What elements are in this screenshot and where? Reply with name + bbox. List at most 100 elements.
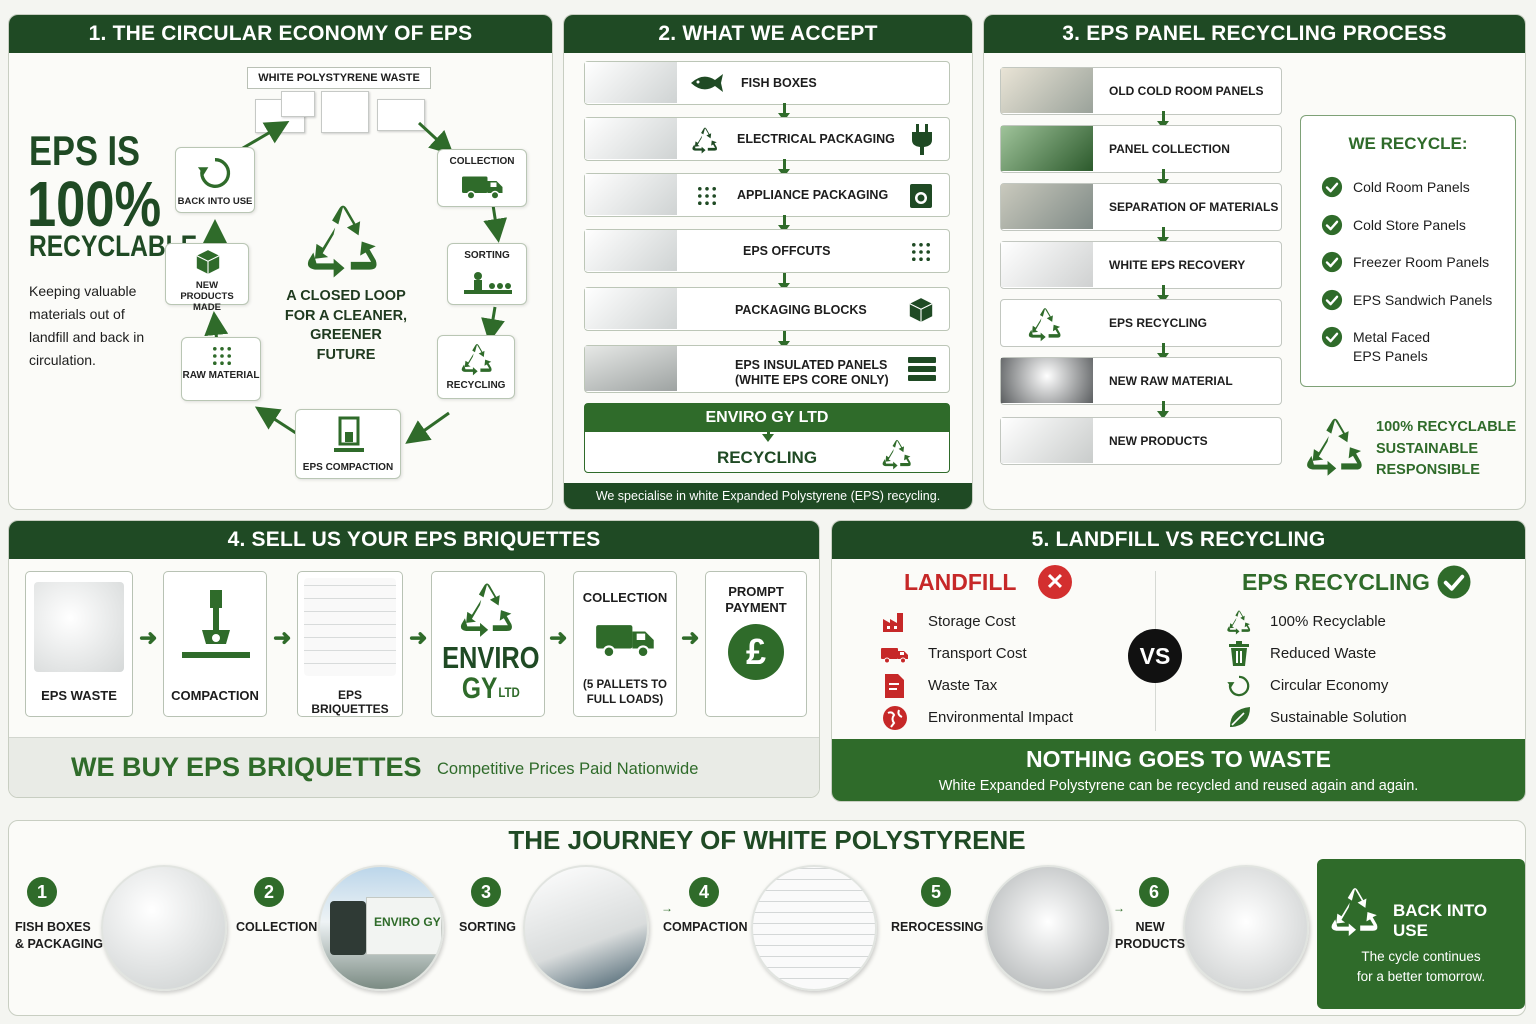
node-raw-material: RAW MATERIAL — [181, 337, 261, 401]
what-we-accept-panel: 2. WHAT WE ACCEPT FISH BOXES ELECTRICAL … — [563, 14, 973, 510]
recycle-icon — [881, 438, 913, 470]
node-new-products: NEW PRODUCTS MADE — [165, 243, 249, 313]
recycle-icon — [304, 201, 382, 279]
banner-subtitle: White Expanded Polystyrene can be recycl… — [938, 778, 1419, 794]
node-sorting: SORTING — [447, 243, 527, 305]
panels-icon — [908, 357, 936, 381]
circular-economy-panel: 1. THE CIRCULAR ECONOMY OF EPS EPS IS 10… — [8, 14, 553, 510]
packaging-blocks-image — [585, 288, 677, 329]
vs-badge: VS — [1128, 629, 1182, 683]
panel-title: 2. WHAT WE ACCEPT — [564, 15, 972, 53]
process-step-collection: PANEL COLLECTION — [1000, 125, 1282, 173]
new-products-photo — [1183, 865, 1309, 991]
recycle-icon — [1304, 415, 1366, 477]
arrow-right: ➜ — [139, 625, 158, 650]
compaction-press-icon — [182, 590, 250, 658]
check-icon — [1436, 564, 1472, 600]
journey-panel: THE JOURNEY OF WHITE POLYSTYRENE 1 FISH … — [8, 820, 1526, 1016]
granules-icon — [909, 240, 933, 264]
arrow-down — [762, 424, 774, 442]
step-number: 5 — [921, 877, 951, 907]
fish-boxes-image — [585, 62, 677, 103]
final-title: BACK INTO USE — [1393, 901, 1488, 940]
tagline: Keeping valuable materials out of landfi… — [29, 283, 145, 368]
fish-boxes-photo — [101, 865, 227, 991]
accept-item-appliance-packaging: APPLIANCE PACKAGING — [584, 173, 950, 217]
landfill-title: LANDFILL — [904, 569, 1017, 595]
leaf-icon — [1230, 707, 1250, 727]
arrow-right: → — [1113, 901, 1125, 915]
sell-briquettes-panel: 4. SELL US YOUR EPS BRIQUETTES EPS WASTE… — [8, 520, 820, 798]
recycle-icon — [1226, 609, 1252, 635]
arrow-right: ➜ — [681, 625, 700, 650]
node-back-into-use: BACK INTO USE — [175, 147, 255, 213]
step-number: 4 — [689, 877, 719, 907]
check-icon — [1321, 176, 1343, 198]
node-compaction: EPS COMPACTION — [295, 409, 401, 479]
panel-recycling-process-panel: 3. EPS PANEL RECYCLING PROCESS OLD COLD … — [983, 14, 1526, 510]
step-label: REROCESSING — [891, 920, 984, 934]
nothing-goes-to-waste-banner: NOTHING GOES TO WASTE White Expanded Pol… — [832, 739, 1525, 801]
recycle-icon — [691, 126, 719, 154]
landfill-vs-recycling-panel: 5. LANDFILL VS RECYCLING LANDFILL ✕ EPS … — [831, 520, 1526, 802]
sorting-photo — [523, 865, 649, 991]
step-label: COMPACTION — [663, 920, 748, 934]
company-name: ENVIRO GY LTD — [585, 404, 949, 432]
headline-100: 100% — [27, 168, 162, 240]
we-recycle-box: WE RECYCLE: Cold Room Panels Cold Store … — [1300, 115, 1516, 387]
arrow-down — [1157, 401, 1169, 419]
check-item: Freezer Room Panels — [1321, 251, 1489, 273]
panel-title: 1. THE CIRCULAR ECONOMY OF EPS — [9, 15, 552, 53]
cube-icon — [194, 248, 222, 276]
process-step-white-eps-recovery: WHITE EPS RECOVERY — [1000, 241, 1282, 289]
arrow-right: ➜ — [409, 625, 428, 650]
step-number: 6 — [1139, 877, 1169, 907]
recycling-label: RECYCLING — [716, 448, 818, 467]
card-eps-waste: EPS WASTE — [25, 571, 133, 717]
factory-icon — [883, 613, 903, 632]
we-buy-subtitle: Competitive Prices Paid Nationwide — [437, 760, 699, 778]
card-prompt-payment: PROMPT PAYMENT £ — [705, 571, 807, 717]
granules-icon — [695, 184, 719, 208]
claims: 100% RECYCLABLE SUSTAINABLE RESPONSIBLE — [1376, 419, 1517, 478]
eps-offcuts-image — [585, 230, 677, 271]
accept-item-eps-insulated-panels: EPS INSULATED PANELS (WHITE EPS CORE ONL… — [584, 345, 950, 393]
pound-icon: £ — [728, 624, 784, 680]
check-icon — [1321, 326, 1343, 348]
closed-loop-text: A CLOSED LOOP FOR A CLEANER, GREENER FUT… — [284, 288, 408, 363]
recycling-title: EPS RECYCLING — [1242, 569, 1430, 595]
new-products-image — [1001, 418, 1093, 463]
appliance-packaging-image — [585, 174, 677, 215]
collection-truck-photo: ENVIRO GY — [318, 865, 444, 991]
fish-icon — [691, 74, 723, 92]
washing-machine-icon — [910, 184, 932, 208]
check-item: Metal Faced — [1321, 326, 1430, 348]
briquettes-image — [304, 578, 396, 676]
check-icon — [1321, 289, 1343, 311]
check-item: Cold Room Panels — [1321, 176, 1470, 198]
compaction-photo — [751, 865, 877, 991]
back-into-use-box: BACK INTO USE The cycle continues for a … — [1317, 859, 1525, 1009]
enviro-recycling-box: ENVIRO GY LTD RECYCLING — [584, 403, 950, 473]
insulated-panels-image — [585, 346, 677, 391]
arrow-right: ➜ — [273, 625, 292, 650]
arrow-right: ➜ — [549, 625, 568, 650]
we-buy-banner: WE BUY EPS BRIQUETTES Competitive Prices… — [9, 737, 819, 797]
panel-title: 4. SELL US YOUR EPS BRIQUETTES — [9, 521, 819, 559]
recycle-icon — [1027, 306, 1063, 342]
process-step-new-raw-material: NEW RAW MATERIAL — [1000, 357, 1282, 405]
cold-room-panels-image — [1001, 68, 1093, 113]
process-step-eps-recycling: EPS RECYCLING — [1000, 299, 1282, 347]
plug-icon — [912, 124, 932, 155]
raw-material-image — [1001, 358, 1093, 403]
step-number: 1 — [27, 877, 57, 907]
granules-icon — [210, 344, 234, 368]
truck-text: ENVIRO GY — [374, 915, 441, 929]
compaction-icon — [334, 416, 364, 452]
accept-item-electrical-packaging: ELECTRICAL PACKAGING — [584, 117, 950, 161]
cross-icon: ✕ — [1038, 565, 1072, 599]
eps-beads-image — [1001, 242, 1093, 287]
we-buy-title: WE BUY EPS BRIQUETTES — [71, 752, 422, 782]
headline-eps-is: EPS IS — [29, 127, 141, 174]
